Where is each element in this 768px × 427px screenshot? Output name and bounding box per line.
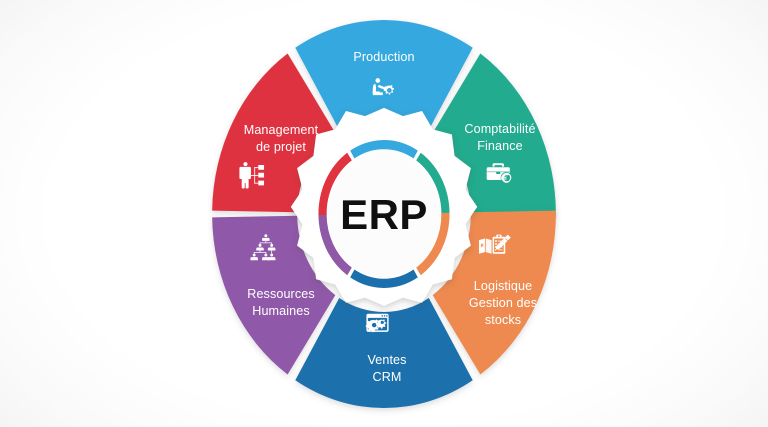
browser-gears-icon xyxy=(365,313,389,333)
center-ring xyxy=(318,140,450,288)
sector-label-ventes-line2: CRM xyxy=(373,370,402,384)
person-workflow-icon xyxy=(239,162,265,189)
ring-arc-comptabilite xyxy=(416,152,450,216)
sector-ressources-humaines[interactable] xyxy=(212,215,336,375)
org-chart-people-icon xyxy=(250,234,276,261)
ring-arc-logistique xyxy=(416,212,450,276)
sector-comptabilite-finance[interactable] xyxy=(432,53,556,218)
sector-label-logistique-line1: Logistique xyxy=(474,279,532,293)
sector-label-ressources-line2: Humaines xyxy=(252,304,310,318)
sector-ventes-crm[interactable] xyxy=(295,297,473,409)
ring-arc-production xyxy=(350,140,418,159)
sector-label-management-line2: de projet xyxy=(256,140,306,154)
sector-label-management-line1: Management xyxy=(244,123,319,137)
sector-label-logistique-line2: Gestion des xyxy=(469,296,537,310)
ring-arc-management xyxy=(318,152,352,216)
briefcase-euro-icon xyxy=(486,163,513,184)
box-clipboard-pencil-icon xyxy=(479,234,511,254)
ring-arc-ressources-humaines xyxy=(318,212,352,276)
sector-label-comptabilite-line2: Finance xyxy=(477,139,523,153)
sector-logistique-gestion-des-stocks[interactable] xyxy=(432,210,556,375)
sector-label-ressources-line1: Ressources xyxy=(247,287,315,301)
ring-arc-ventes xyxy=(350,269,418,288)
sector-production[interactable] xyxy=(295,19,473,131)
sector-label-comptabilite-line1: Comptabilité xyxy=(464,122,535,136)
sector-label-logistique-line3: stocks xyxy=(485,313,521,327)
sector-label-production: Production xyxy=(353,50,414,64)
center-label-erp: ERP xyxy=(340,191,428,238)
sector-label-ventes-line1: Ventes xyxy=(367,353,406,367)
center-inner-disc xyxy=(327,150,441,278)
worker-gear-icon xyxy=(372,78,395,96)
